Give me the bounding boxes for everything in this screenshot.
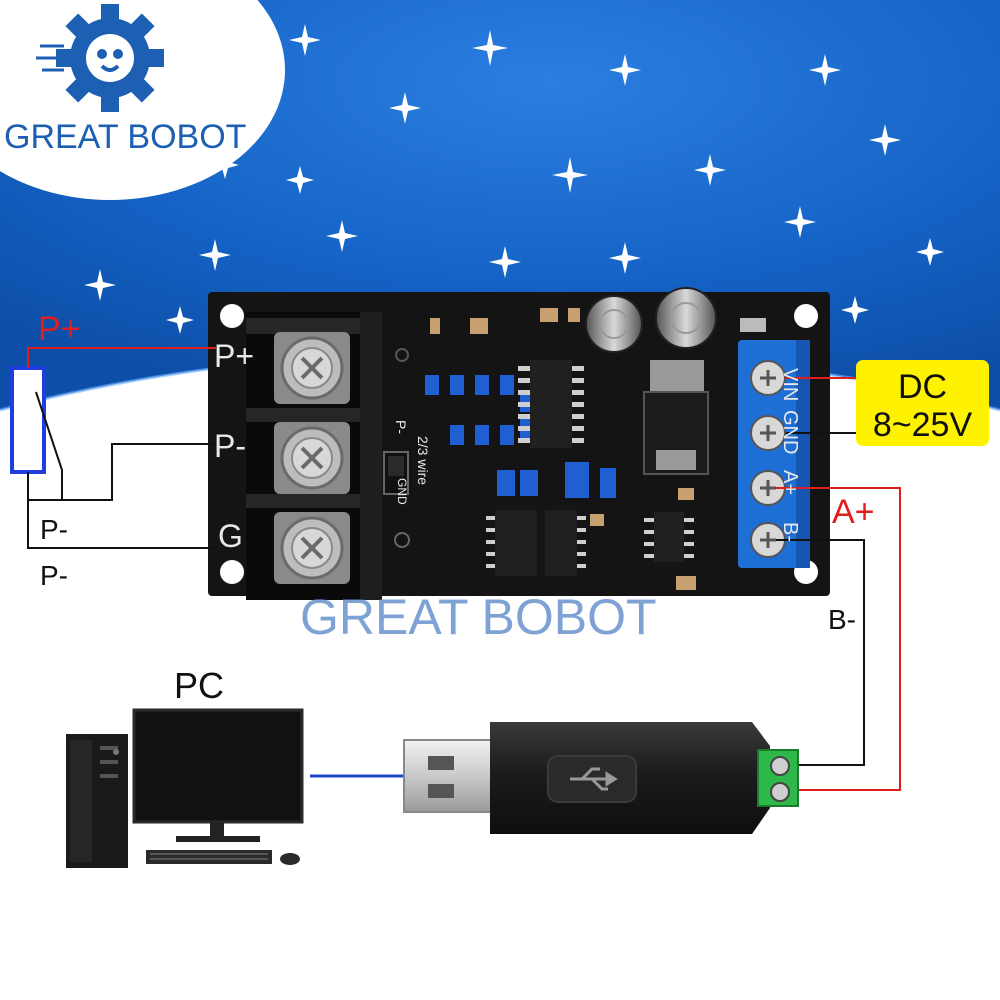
pc-label: PC [174, 665, 225, 706]
main-chip [518, 360, 584, 448]
brand-watermark: GREAT BOBOT [300, 589, 657, 645]
dc-power-box: DC 8~25V [856, 360, 989, 446]
mount-hole-icon [220, 304, 244, 328]
left-screw-terminal [246, 312, 382, 600]
dc-voltage: 8~25V [872, 406, 973, 444]
voltage-regulator [643, 360, 709, 475]
jumper-label-gnd: GND [395, 478, 409, 505]
board-terminal-label-vin: VIN [779, 368, 801, 402]
board-terminal-label-pminus: P- [214, 428, 246, 464]
board-terminal-label-bminus: B- [779, 522, 801, 542]
usb-dongle [403, 722, 799, 834]
board-terminal-label-aplus: A+ [779, 470, 801, 496]
monitor-icon [132, 708, 304, 842]
sensor-label-pminus-1: P- [40, 514, 68, 545]
dc-label: DC [897, 368, 948, 406]
sensor-label-pminus-2: P- [40, 560, 68, 591]
jumper-label-wire: 2/3 wire [415, 436, 431, 486]
mount-hole-icon [794, 304, 818, 328]
board-terminal-label-g: G [218, 518, 243, 554]
keyboard-icon [146, 850, 272, 864]
circuit-board [208, 287, 830, 600]
mouse-icon [280, 853, 300, 865]
brand-logo-text: GREAT BOBOT [4, 118, 247, 156]
stars-decoration [84, 24, 944, 334]
board-terminal-label-pplus: P+ [214, 338, 255, 374]
sensor-label-pplus: P+ [38, 310, 81, 348]
capacitors [585, 287, 717, 353]
lower-chips [486, 510, 694, 576]
usb-symbol-icon [570, 767, 618, 791]
label-aplus: A+ [832, 493, 875, 531]
jumper-label-pminus: P- [393, 420, 409, 434]
mount-hole-icon [220, 560, 244, 584]
pc-tower-icon [66, 734, 128, 868]
gear-logo-icon [36, 4, 164, 112]
right-screw-terminal [738, 340, 810, 568]
label-bminus: B- [828, 604, 856, 635]
board-terminal-label-gnd: GND [779, 410, 801, 455]
